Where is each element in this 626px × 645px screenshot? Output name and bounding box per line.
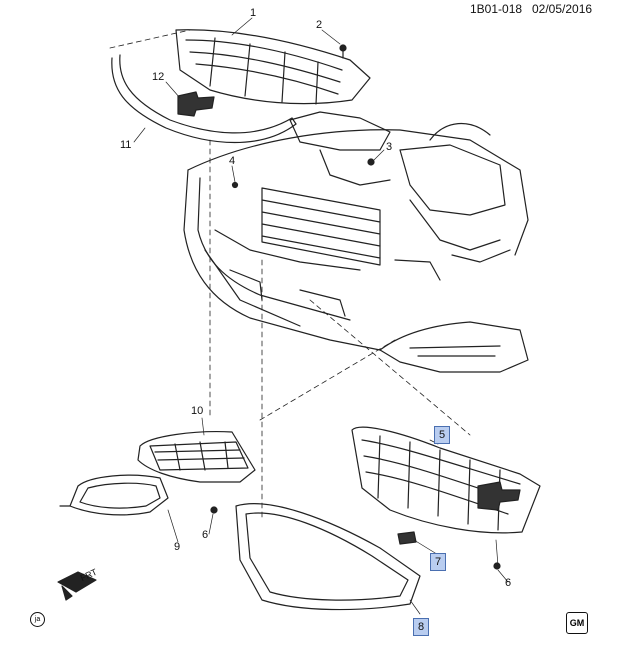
vehicle-front-end (183, 111, 529, 373)
diagram-date: 02/05/2016 (532, 2, 593, 16)
upper-grille-part-1 (175, 29, 371, 105)
fasteners (210, 44, 501, 570)
callout-5: 5 (434, 426, 451, 444)
fog-trim-part-9 (59, 474, 169, 516)
callout-6-right: 6 (505, 577, 512, 589)
callout-6-left: 6 (202, 529, 209, 541)
callout-11: 11 (120, 139, 132, 151)
emblem-part-12 (177, 91, 215, 117)
callout-1: 1 (250, 7, 257, 19)
callout-2: 2 (316, 19, 323, 31)
diagram-ref-code: 1B01-018 (470, 2, 523, 16)
callout-3: 3 (386, 141, 393, 153)
front-arrow-icon (57, 571, 97, 601)
bracket-part-7 (397, 531, 417, 545)
gm-logo: GM (566, 612, 588, 634)
callout-9: 9 (174, 541, 181, 553)
lower-grille-part-5 (351, 426, 541, 534)
callout-12: 12 (152, 71, 165, 83)
grille-surround-part-8 (235, 503, 421, 611)
fog-bezel-part-10 (137, 431, 256, 483)
callout-7: 7 (430, 553, 447, 571)
callout-4: 4 (229, 155, 236, 167)
ja-mark: ja (30, 612, 45, 627)
callout-8: 8 (413, 618, 430, 636)
callout-10: 10 (191, 405, 204, 417)
